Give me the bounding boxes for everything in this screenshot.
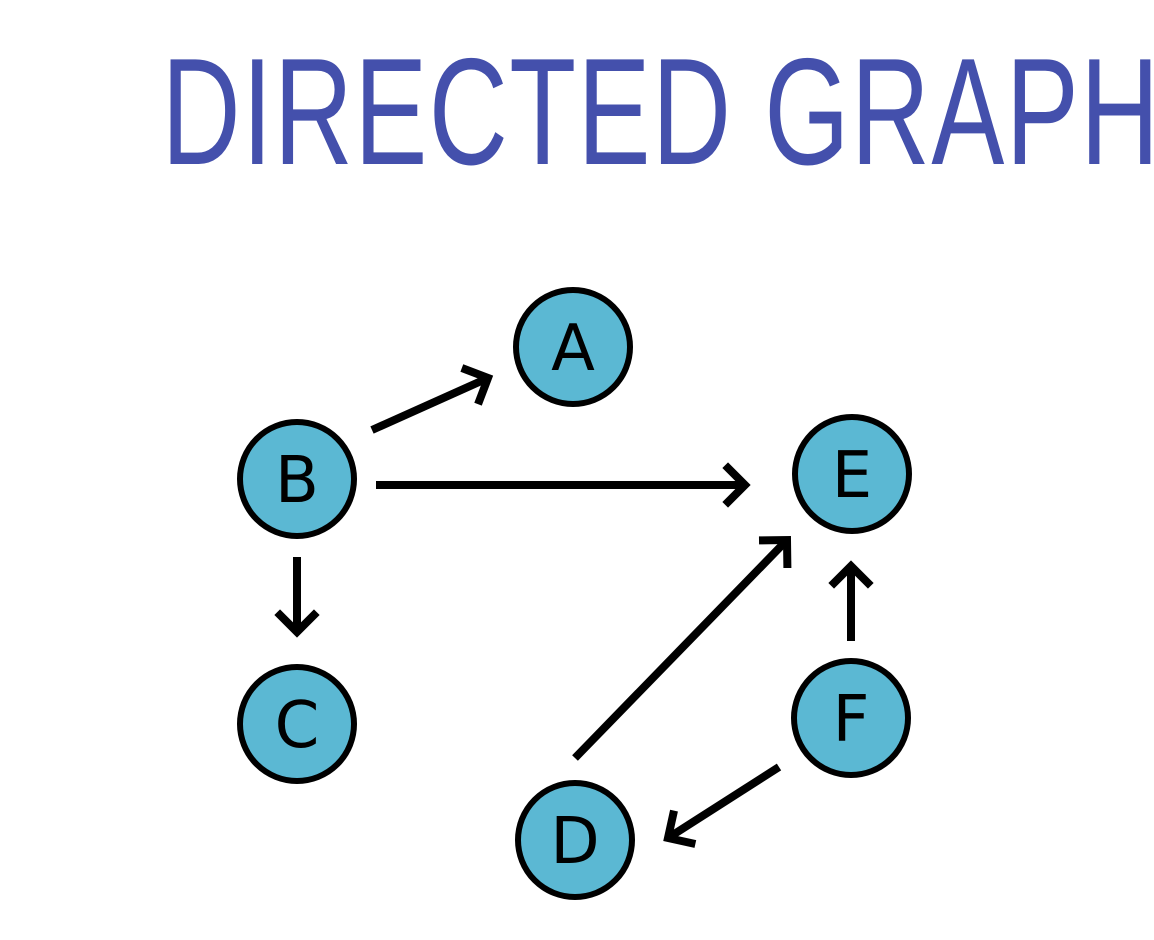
node-b: B xyxy=(237,419,357,539)
edge-d-to-e xyxy=(572,535,792,761)
node-label: E xyxy=(832,439,872,513)
node-c: C xyxy=(237,664,357,784)
node-circle xyxy=(513,287,633,407)
node-label: D xyxy=(550,805,599,879)
arrowhead-icon xyxy=(274,609,320,638)
node-f: F xyxy=(791,658,911,778)
edge-line xyxy=(572,537,790,761)
edge-line xyxy=(665,763,782,842)
edge-b-to-a xyxy=(370,364,494,434)
arrowhead-icon xyxy=(460,364,494,406)
edge-b-to-c xyxy=(274,557,320,638)
node-label: C xyxy=(275,689,320,763)
node-d: D xyxy=(515,780,635,900)
node-label: A xyxy=(551,312,595,386)
edge-b-to-e xyxy=(376,462,751,508)
node-circle xyxy=(792,414,912,534)
arrowhead-icon xyxy=(722,462,751,508)
node-circle xyxy=(237,419,357,539)
nodes-layer: A B C D E F xyxy=(237,287,912,900)
edge-f-to-e xyxy=(828,560,874,641)
node-label: B xyxy=(275,444,319,518)
arrowhead-icon xyxy=(758,535,792,569)
edges-layer xyxy=(274,364,874,848)
arrowhead-icon xyxy=(828,560,874,589)
node-circle xyxy=(791,658,911,778)
node-label: F xyxy=(833,683,870,757)
node-circle xyxy=(515,780,635,900)
edge-line xyxy=(370,374,490,434)
edge-f-to-d xyxy=(663,763,782,848)
arrowhead-icon xyxy=(663,809,697,848)
node-a: A xyxy=(513,287,633,407)
node-e: E xyxy=(792,414,912,534)
diagram-title: DIRECTED GRAPH xyxy=(161,27,1154,197)
node-circle xyxy=(237,664,357,784)
